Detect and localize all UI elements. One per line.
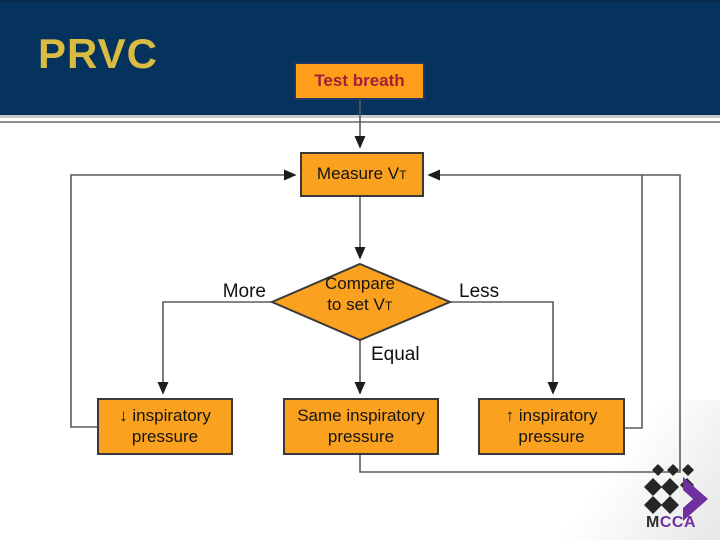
connector-more-branch xyxy=(157,301,272,395)
connector-feedback-left xyxy=(70,169,297,428)
mcca-logo-text: MCCA xyxy=(646,514,696,532)
mcca-logo-chevron xyxy=(683,477,708,521)
increase-line1: ↑ inspiratory xyxy=(505,405,598,425)
mcca-logo-icon xyxy=(644,464,708,521)
decrease-pressure-box: ↓ inspiratory pressure xyxy=(97,398,233,455)
same-pressure-box: Same inspiratory pressure xyxy=(283,398,439,455)
same-line1: Same inspiratory xyxy=(297,405,425,425)
branch-label-equal: Equal xyxy=(371,344,420,365)
compare-diamond-label: Compare to set VT xyxy=(298,273,422,316)
page-title: PRVC xyxy=(38,30,158,77)
measure-vt-label: Measure VT xyxy=(316,164,408,184)
increase-line2: pressure xyxy=(518,426,585,446)
compare-diamond-shape xyxy=(269,262,453,342)
increase-pressure-box: ↑ inspiratory pressure xyxy=(478,398,625,455)
branch-label-more: More xyxy=(222,281,266,302)
branch-label-less: Less xyxy=(459,281,500,302)
connector-less-branch xyxy=(450,301,559,395)
mcca-logo-m: M xyxy=(646,514,660,531)
mcca-logo-cca: CCA xyxy=(659,514,696,531)
test-breath-box: Test breath xyxy=(294,62,425,100)
decrease-line1: ↓ inspiratory xyxy=(119,405,211,425)
measure-vt-box: Measure VT xyxy=(300,152,424,197)
decrease-line2: pressure xyxy=(131,426,199,446)
same-line2: pressure xyxy=(327,426,395,446)
connector-feedback-right xyxy=(427,169,643,429)
compare-line1: Compare xyxy=(325,274,395,293)
test-breath-label: Test breath xyxy=(314,71,405,90)
compare-line2: to set VT xyxy=(327,295,393,315)
connector-feedback-bottom xyxy=(359,174,681,473)
